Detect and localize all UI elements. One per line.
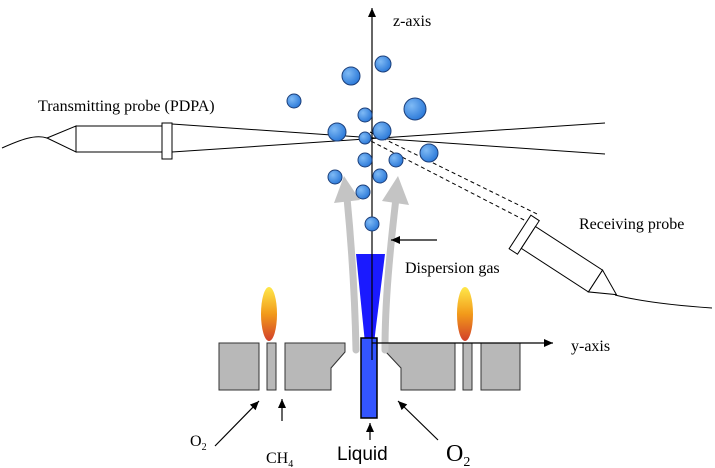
receiving-probe-label: Receiving probe <box>579 216 684 233</box>
droplet <box>388 152 404 168</box>
droplet <box>341 66 361 86</box>
receiving-probe-housing <box>520 225 604 293</box>
o2-left-symbol: O <box>190 433 202 450</box>
o2-right-arrow <box>397 400 439 441</box>
gas-stream-right <box>381 194 400 354</box>
gas-stream-left <box>343 194 360 354</box>
o2-left-subscript: 2 <box>202 442 207 453</box>
burner-block-center-right <box>385 342 456 391</box>
ch4-label: CH4 <box>266 450 293 468</box>
droplet <box>403 97 427 121</box>
droplet <box>357 107 373 123</box>
ch4-symbol: CH <box>266 450 289 467</box>
droplet <box>372 121 392 141</box>
o2-right-label: O2 <box>446 441 470 468</box>
o2-left-label: O2 <box>190 433 207 453</box>
burner-block-left-outer <box>218 342 260 391</box>
pilot-flame-left <box>261 287 277 341</box>
droplets <box>286 55 439 232</box>
receiving-probe <box>508 214 618 296</box>
liquid-spray-cone <box>356 254 385 343</box>
transmitting-probe-tip <box>45 125 77 153</box>
dispersion-gas-flow <box>343 194 400 354</box>
z-axis-label: z-axis <box>393 13 431 30</box>
ch4-slot-right <box>462 342 473 391</box>
droplet <box>372 168 388 184</box>
transmitting-probe-housing <box>75 125 163 153</box>
y-axis-label: y-axis <box>571 338 610 355</box>
gas-arrowhead-right <box>382 176 409 205</box>
transmitting-probe-collar <box>161 122 173 160</box>
transmitting-probe-label: Transmitting probe (PDPA) <box>38 98 215 115</box>
dispersion-gas-label: Dispersion gas <box>405 260 500 277</box>
o2-right-subscript: 2 <box>463 455 470 468</box>
burner-block-right-outer <box>480 342 521 391</box>
droplet <box>286 93 302 109</box>
droplet <box>355 184 371 200</box>
ch4-subscript: 4 <box>288 459 293 468</box>
transmitting-probe-cable <box>1 136 48 149</box>
liquid-feed-tube <box>360 337 378 419</box>
ch4-slot-left <box>266 342 277 391</box>
droplet <box>327 122 347 142</box>
gas-arrowhead-left <box>334 176 360 203</box>
droplet <box>419 143 439 163</box>
transmitting-probe <box>1 122 173 160</box>
droplet <box>374 55 392 73</box>
receiving-probe-cable <box>614 294 713 309</box>
burner-block-center-left <box>284 342 346 391</box>
pointer-arrows <box>214 236 439 447</box>
liquid-label: Liquid <box>337 444 388 465</box>
droplet <box>364 216 380 232</box>
o2-left-arrow <box>214 400 260 447</box>
droplet <box>357 152 373 168</box>
droplet <box>327 169 343 185</box>
o2-right-symbol: O <box>446 441 463 467</box>
droplet <box>358 131 372 145</box>
receiving-probe-tip <box>587 269 618 296</box>
pilot-flame-right <box>457 287 473 341</box>
